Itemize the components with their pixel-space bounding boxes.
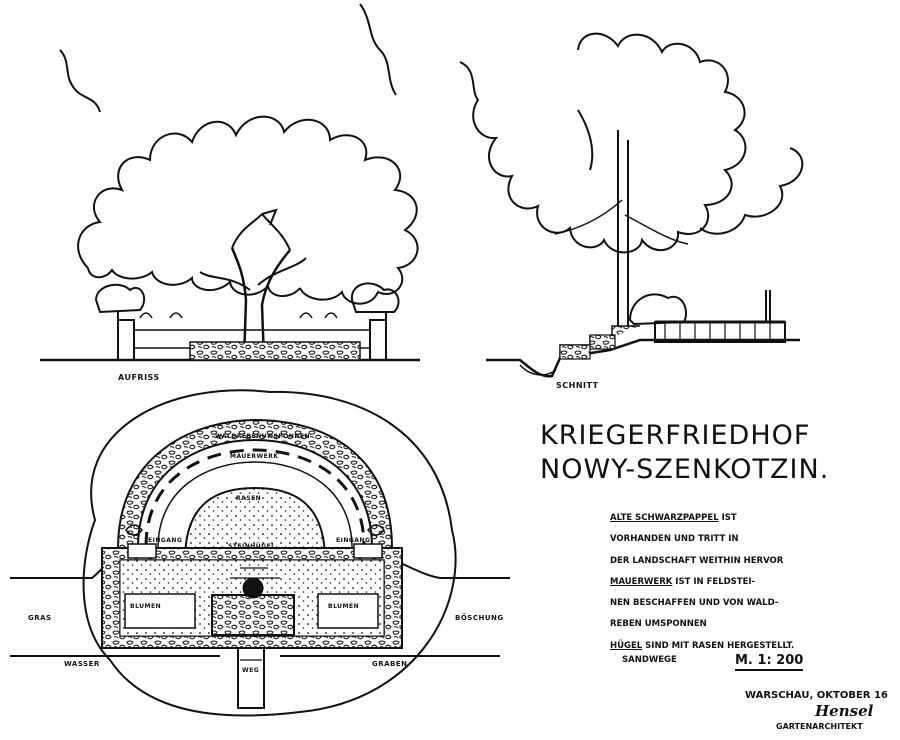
section-view xyxy=(459,32,804,378)
page-title-line2: NOWY-SZENKOTZIN. xyxy=(540,454,830,485)
note-line: ALTE SCHWARZPAPPEL IST xyxy=(610,513,737,523)
plan-monument xyxy=(211,594,295,636)
plan-label-lawn: RASEN xyxy=(236,495,261,502)
note-line: NEN BESCHAFFEN UND VON WALD- xyxy=(610,598,779,609)
paths-legend: SANDWEGE xyxy=(622,655,677,665)
elevation-label: AUFRISS xyxy=(118,373,160,382)
plan-entry-path xyxy=(237,647,265,709)
plan-label-bed-left: BLUMEN xyxy=(130,603,161,610)
section-ground-line xyxy=(486,338,800,378)
plan-label-embankment: BÖSCHUNG xyxy=(455,613,504,622)
notes-block: ALTE SCHWARZPAPPEL IST VORHANDEN UND TRI… xyxy=(610,508,850,657)
plan-label-water: WASSER xyxy=(64,660,100,668)
plan-label-gate-right: EINGANG xyxy=(336,537,370,544)
plan-label-bed-right: BLUMEN xyxy=(328,603,359,610)
elevation-tree-crown xyxy=(77,115,419,305)
plan-outline xyxy=(82,389,457,717)
note-line: REBEN UMSPONNEN xyxy=(610,619,707,630)
elevation-view xyxy=(40,3,420,362)
page-title-line1: KRIEGERFRIEDHOF xyxy=(540,420,811,451)
plan-view xyxy=(10,389,510,717)
plan-label-gate-left: EINGANG xyxy=(148,537,182,544)
plan-label-ditch: GRABEN xyxy=(372,660,408,668)
plan-label-mound: STEINHÜGEL xyxy=(228,543,276,550)
note-line: MAUERWERK IST IN FELDSTEI- xyxy=(610,576,756,587)
signature-place-date: WARSCHAU, OKTOBER 16 xyxy=(745,690,888,701)
section-label: SCHNITT xyxy=(556,381,599,390)
section-tree-crown xyxy=(459,32,747,254)
section-tree-trunk xyxy=(617,130,629,330)
note-line: VORHANDEN UND TRITT IN xyxy=(610,534,739,545)
note-line: HÜGEL SIND MIT RASEN HERGESTELLT. xyxy=(610,640,795,651)
note-line: DER LANDSCHAFT WEITHIN HERVOR xyxy=(610,555,784,566)
plan-label-grass: GRAS xyxy=(28,614,52,622)
plan-label-wall-arc: WALDREBENUMSPONNEN xyxy=(215,433,310,440)
signature-name: Hensel xyxy=(815,702,874,720)
scale-label: M. 1: 200 xyxy=(735,653,804,671)
plan-label-entry: WEG xyxy=(242,667,259,674)
plan-lawn xyxy=(183,486,327,561)
plan-label-wall: MAUERWERK xyxy=(230,453,279,460)
signature-role: GARTENARCHITEKT xyxy=(776,722,863,731)
